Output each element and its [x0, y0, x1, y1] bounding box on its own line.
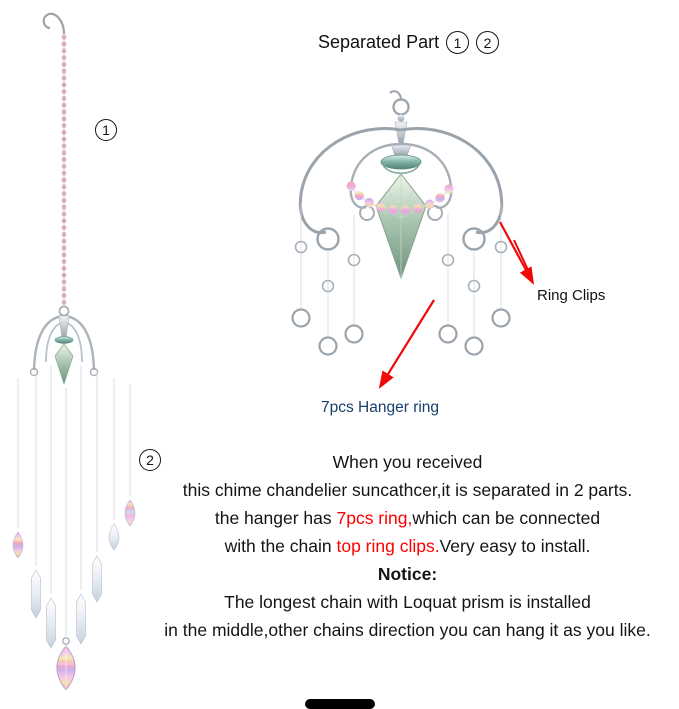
notice-line-1: The longest chain with Loquat prism is i… — [224, 592, 591, 612]
bottom-bar — [305, 699, 375, 709]
hanger-ring-label: 7pcs Hanger ring — [321, 399, 440, 416]
ring-clips-label: Ring Clips — [537, 287, 606, 304]
notice-line-2: in the middle,other chains direction you… — [164, 620, 651, 640]
desc-line-1: When you received — [332, 452, 483, 472]
desc-line-4: with the chain top ring clips.Very easy … — [224, 536, 591, 556]
desc-line-3: the hanger has 7pcs ring,which can be co… — [214, 508, 601, 528]
title-part2-badge: 2 — [476, 31, 500, 54]
assembled-suncatcher-photo — [12, 12, 136, 691]
hanger-part-photo — [291, 90, 511, 356]
notice-title: Notice: — [377, 564, 438, 584]
highlight-7pcs-ring: 7pcs ring, — [336, 508, 413, 528]
part1-badge: 1 — [95, 119, 117, 141]
highlight-top-ring-clips: top ring clips. — [336, 536, 440, 556]
part2-badge: 2 — [139, 449, 161, 471]
page-title: Separated Part — [318, 32, 440, 52]
description-block: When you received this chime chandelier … — [136, 448, 679, 644]
title-part1-badge: 1 — [446, 31, 470, 54]
title-row: Separated Part 1 2 — [318, 31, 500, 54]
desc-line-2: this chime chandelier suncathcer,it is s… — [182, 480, 633, 500]
